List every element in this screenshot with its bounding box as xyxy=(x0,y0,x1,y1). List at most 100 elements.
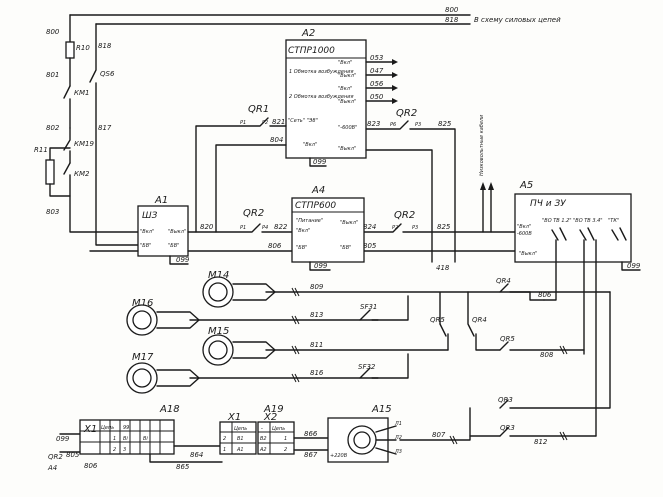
contact-km2-label: КМ2 xyxy=(74,170,90,178)
wire-807: 807 xyxy=(432,431,446,439)
wire-802: 802 xyxy=(46,124,60,132)
x2b-val3: А2 xyxy=(259,447,267,453)
a18-name: А18 xyxy=(159,404,180,415)
a2-wire-821: 821 xyxy=(272,118,285,126)
a1-wire-099: 099 xyxy=(176,256,190,264)
block-a15: А15 +220В Л1 Л2 Л3 807 xyxy=(327,404,471,463)
middle-wiring: 820 QR2 Р1 Р4 822 806 824 QR2 Р2 Р3 825 … xyxy=(89,114,516,272)
x2a-val1: В1 xyxy=(237,436,244,442)
bottom-wire-099: 099 xyxy=(56,435,70,443)
a2-left-input: "Сеть" "Э8" xyxy=(288,118,318,124)
motor-m15: М15 811 xyxy=(202,326,449,366)
a5-vkl: "Вкл" xyxy=(517,224,531,230)
a2-out-047: 047 xyxy=(370,67,384,75)
a5-vykl: "Выкл" xyxy=(519,251,537,257)
contact-km1-label: КМ1 xyxy=(74,89,89,97)
block-a19: А19 Х1 Х2 Цепь 2 1 В1 А1 Цепь - В2 А2 1 … xyxy=(219,404,331,459)
block-a1: А1 ШЗ "Вкл" "Выкл" "БВ" "БВ" 099 xyxy=(137,195,190,265)
m17-name: М17 xyxy=(132,352,154,363)
qr2-top-branch: QR2 823 Р6 Р3 825 xyxy=(365,108,456,233)
wire-806-right: 806 xyxy=(538,291,552,299)
a18-box xyxy=(79,419,175,455)
a1-name: А1 xyxy=(154,195,168,206)
qr2-top-p3: Р3 xyxy=(415,122,421,128)
a2-wire-804: 804 xyxy=(270,136,283,144)
relay-contacts: QR5 QR4 QR4 806 QR5 808 QR3 QR3 812 xyxy=(430,277,611,446)
a1-bv2: "БВ" xyxy=(168,243,179,249)
x1-header: Цепь xyxy=(101,425,114,431)
wire-825-mid: 825 xyxy=(437,223,451,231)
wire-864: 864 xyxy=(190,451,203,459)
a2-title: СТПР1000 xyxy=(288,46,335,56)
bus-wire-818: 818 xyxy=(445,16,459,24)
qr1-branch: QR1 Р1 Р2 821 804 xyxy=(195,104,287,233)
wire-818: 818 xyxy=(98,42,112,50)
cable-note: Низковольтные кабели xyxy=(479,114,485,176)
qr2-mid-p4: Р4 xyxy=(262,225,268,231)
a1-vykl: "Выкл" xyxy=(168,229,186,235)
resistor-r11 xyxy=(45,159,55,185)
a2-v600: "-600В" xyxy=(338,125,357,131)
x2b-name: Х2 xyxy=(263,412,277,423)
qr1-name: QR1 xyxy=(248,104,269,115)
x2b-val2: В2 xyxy=(260,436,267,442)
a1-vkl: "Вкл" xyxy=(140,229,154,235)
a2-section2: 2 Обмотка возбуждения xyxy=(289,94,353,100)
a2-box xyxy=(285,39,367,159)
a5-contact-3: "ТК" xyxy=(608,218,619,224)
motor-m17: М17 816 SF32 xyxy=(126,352,409,394)
bus-annotation: В схему силовых цепей xyxy=(474,16,561,24)
qr4-b-name: QR4 xyxy=(496,277,511,285)
x1-val2: Bi xyxy=(123,436,128,442)
a2-signal-3: "Вкл" xyxy=(338,86,352,92)
x2a-row1: 2 xyxy=(223,436,226,442)
wire-418: 418 xyxy=(436,264,450,272)
bottom-a4: А4 xyxy=(47,464,57,472)
wire-803: 803 xyxy=(46,208,59,216)
wire-806: 806 xyxy=(268,242,282,250)
qr2-right-name: QR2 xyxy=(394,210,415,221)
qr2-mid-name: QR2 xyxy=(243,208,264,219)
block-a2: А2 СТПР1000 1 Обмотка возбуждения 2 Обмо… xyxy=(285,28,398,167)
a5-box xyxy=(514,193,632,263)
x1-row3: 3 xyxy=(123,447,126,453)
a2-signal-4: "Выкл" xyxy=(338,99,356,105)
x2a-row2: 1 xyxy=(223,447,226,453)
x2a-header: Цепь xyxy=(234,426,247,432)
wire-800: 800 xyxy=(46,28,60,36)
a2-signal-1: "Вкл" xyxy=(338,60,352,66)
x2a-name: Х1 xyxy=(227,412,241,423)
a4-vkl: "Вкл" xyxy=(296,228,310,234)
qr5-a-name: QR5 xyxy=(430,316,445,324)
resistor-r10 xyxy=(65,41,75,59)
x2b-row2: 2 xyxy=(284,447,287,453)
a2-vykl: "Выкл" xyxy=(338,146,356,152)
qr5-b-name: QR5 xyxy=(500,335,515,343)
wire-866: 866 xyxy=(304,430,318,438)
x2b-header: Цепь xyxy=(272,426,285,432)
qr4-a-name: QR4 xyxy=(472,316,487,324)
block-a4: А4 СТПР600 "Питание" "Вкл" "Выкл" "БВ" "… xyxy=(291,185,365,271)
block-a18: А18 Х1 Цепь 1 2 99 Bi 3 Bi 099 QR2 А4 80… xyxy=(47,404,223,472)
left-chain: 800 R10 801 КМ1 802 КМ19 R11 КМ2 803 818… xyxy=(34,14,141,246)
wire-812: 812 xyxy=(534,438,548,446)
m15-name: М15 xyxy=(208,326,229,337)
m16-name: М16 xyxy=(132,298,153,309)
bus-wire-800: 800 xyxy=(445,6,459,14)
x1-val1: 99 xyxy=(123,425,129,431)
a2-signal-2: "Выкл" xyxy=(338,73,356,79)
sf31-name: SF31 xyxy=(360,303,377,311)
a4-bv2: "БВ" xyxy=(340,245,351,251)
m14-name: М14 xyxy=(208,270,229,281)
a5-name: А5 xyxy=(519,180,533,191)
a4-wire-099: 099 xyxy=(314,262,328,270)
wire-801: 801 xyxy=(46,71,59,79)
wire-813: 813 xyxy=(310,311,323,319)
bottom-wire-806: 806 xyxy=(84,462,98,470)
a5-contact-1: "ВО ТВ 1.2" xyxy=(542,218,572,224)
x1-name: Х1 xyxy=(83,424,97,435)
wire-824: 824 xyxy=(363,223,376,231)
a15-terminal-3: Л3 xyxy=(394,449,402,455)
a2-wire-099: 099 xyxy=(313,158,327,166)
